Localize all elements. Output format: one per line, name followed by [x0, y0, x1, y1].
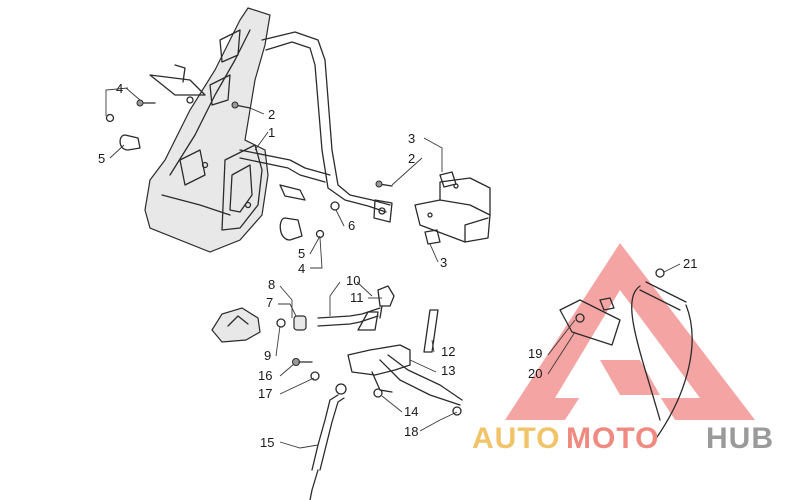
watermark-text: AUTO MOTO HUB — [472, 422, 774, 455]
watermark-hub: HUB — [706, 422, 774, 455]
callout-5-lower: 5 — [298, 246, 305, 261]
callout-leaders — [105, 87, 681, 449]
callout-19: 19 — [528, 346, 542, 361]
callout-11: 11 — [350, 290, 364, 305]
callout-3-upper: 3 — [408, 131, 415, 146]
frame-bracket-part-1 — [144, 7, 393, 253]
small-fasteners-group — [105, 99, 393, 241]
callout-14: 14 — [404, 404, 418, 419]
callout-12: 12 — [441, 344, 455, 359]
callout-1: 1 — [268, 125, 275, 140]
callout-17: 17 — [258, 386, 272, 401]
callout-10: 10 — [346, 273, 360, 288]
callout-20: 20 — [528, 366, 542, 381]
shift-cable-part-15 — [292, 358, 347, 500]
callout-5-left: 5 — [98, 151, 105, 166]
callout-4-upper: 4 — [116, 81, 123, 96]
callout-13: 13 — [441, 363, 455, 378]
callout-4-lower: 4 — [298, 261, 305, 276]
watermark-auto: AUTO — [472, 422, 560, 455]
watermark-moto: MOTO — [566, 422, 659, 455]
shift-knob-part-8 — [211, 307, 261, 343]
autmotohub-logo-watermark — [505, 243, 755, 420]
callout-2-right: 2 — [408, 151, 415, 166]
callout-15: 15 — [260, 435, 274, 450]
callout-7: 7 — [266, 295, 273, 310]
callout-labels: 1 2 2 3 3 4 4 5 5 6 7 8 9 10 11 12 13 14… — [98, 81, 697, 450]
callout-21: 21 — [683, 256, 697, 271]
logo-triangle-inner — [555, 290, 700, 398]
callout-9: 9 — [264, 348, 271, 363]
cable-bracket-group — [559, 268, 693, 441]
callout-16: 16 — [258, 368, 272, 383]
callout-2-upper: 2 — [268, 107, 275, 122]
callout-3-lower: 3 — [440, 255, 447, 270]
callout-18: 18 — [404, 424, 418, 439]
mount-plate-part-3 — [414, 171, 491, 245]
callout-8: 8 — [268, 277, 275, 292]
callout-6: 6 — [348, 218, 355, 233]
shifter-linkage-group — [276, 285, 395, 331]
lever-assembly-group — [347, 309, 463, 416]
